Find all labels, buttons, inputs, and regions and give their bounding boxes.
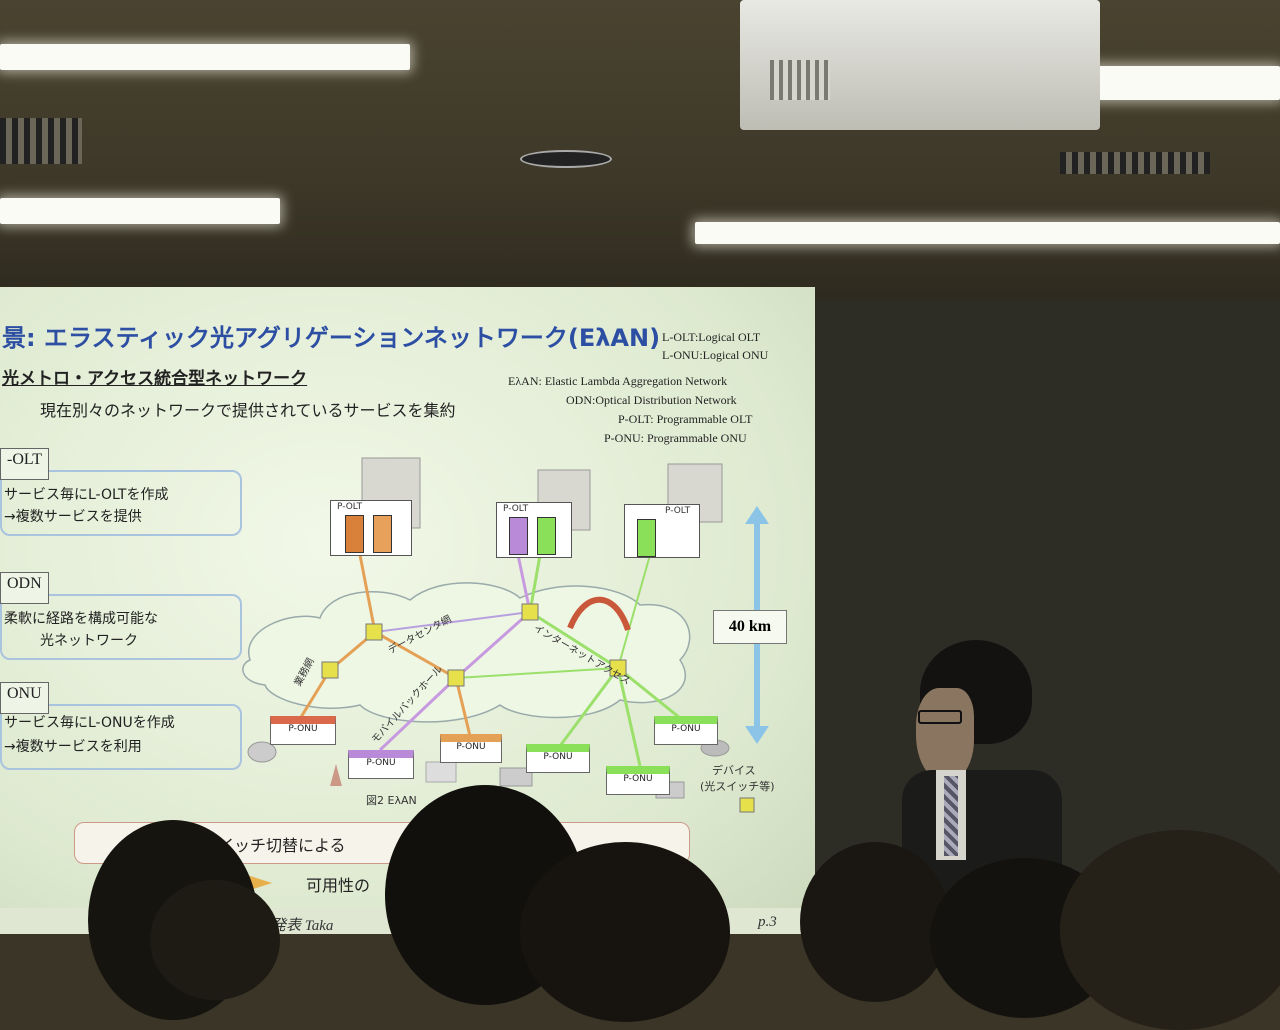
- footer-right: p.3: [758, 914, 777, 930]
- purple-path: [374, 611, 531, 633]
- orange-path: [454, 677, 472, 737]
- switch-node: [739, 797, 755, 813]
- bottom-text: 可用性の: [306, 876, 371, 895]
- figure-caption: 図2 EλAN: [366, 794, 417, 807]
- p-olt-box: P-OLT: [496, 502, 572, 558]
- device-icon: [247, 741, 277, 763]
- section-line: サービス毎にL-OLTを作成: [4, 487, 169, 503]
- audience-head: [800, 842, 950, 1002]
- audience-head: [150, 880, 280, 1000]
- section-line: →複数サービスを提供: [4, 509, 142, 525]
- green-path: [617, 666, 681, 720]
- ceiling-vent: [0, 118, 82, 164]
- slide-subtitle-detail: 現在別々のネットワークで提供されているサービスを集約: [40, 401, 456, 420]
- green-path: [455, 667, 619, 679]
- audience-head: [520, 842, 730, 1022]
- p-olt-box: P-OLT: [330, 500, 412, 556]
- legend-line: L-OLT:Logical OLT: [662, 330, 761, 344]
- ceiling-light: [0, 198, 280, 224]
- legend-line: L-ONU:Logical ONU: [662, 348, 769, 362]
- p-onu-box: P-ONU: [348, 750, 414, 779]
- green-path: [529, 610, 619, 670]
- antenna-icon: [330, 764, 342, 786]
- bottom-text: スイッチ切替による: [202, 836, 346, 855]
- switch-arrow: [567, 596, 631, 631]
- switch-node: [447, 669, 465, 687]
- section-line: 光ネットワーク: [40, 633, 138, 649]
- p-onu-box: P-ONU: [654, 716, 718, 745]
- device-icon: [425, 761, 457, 783]
- legend-line: P-ONU: Programmable ONU: [604, 431, 747, 445]
- glasses-icon: [918, 710, 962, 724]
- ceiling-speaker-icon: [520, 150, 612, 168]
- slide-subtitle: 光メトロ・アクセス統合型ネットワーク: [2, 369, 308, 389]
- p-onu-box: P-ONU: [440, 734, 502, 763]
- l-olt-card: [537, 517, 556, 555]
- purple-path: [455, 610, 531, 680]
- orange-path: [296, 669, 332, 723]
- p-onu-box: P-ONU: [270, 716, 336, 745]
- l-olt-card: [509, 517, 528, 555]
- section-box: [0, 594, 242, 660]
- ceiling-light: [695, 222, 1280, 244]
- section-line: →複数サービスを利用: [4, 739, 142, 755]
- distance-arrow-head: [745, 506, 769, 524]
- legend-line: ODN:Optical Distribution Network: [566, 393, 737, 407]
- ceiling-light: [1065, 66, 1280, 100]
- section-head: ODN: [0, 572, 49, 604]
- section-line: 柔軟に経路を構成可能な: [4, 611, 158, 627]
- switch-node: [609, 659, 627, 677]
- p-olt-label: P-OLT: [665, 506, 691, 516]
- network-diagram: [242, 457, 769, 813]
- switch-node: [321, 661, 339, 679]
- p-onu-box: P-ONU: [606, 766, 670, 795]
- section-head: -OLT: [0, 448, 49, 480]
- section-box: [0, 704, 242, 770]
- legend-line: EλAN: Elastic Lambda Aggregation Network: [508, 374, 728, 388]
- green-path: [617, 554, 651, 669]
- ceiling-vent: [1060, 152, 1210, 174]
- p-olt-label: P-OLT: [503, 504, 529, 514]
- projector: [740, 0, 1100, 130]
- green-path: [558, 667, 620, 747]
- p-onu-box: P-ONU: [526, 744, 590, 773]
- audience-head: [1060, 830, 1280, 1030]
- green-path: [528, 554, 542, 613]
- green-path: [616, 667, 642, 767]
- presenter-tie: [944, 776, 958, 856]
- legend-line: P-OLT: Programmable OLT: [618, 412, 753, 426]
- purple-path: [516, 554, 532, 613]
- device-note: デバイス: [712, 764, 756, 777]
- device-note: (光スイッチ等): [700, 780, 775, 793]
- p-olt-box: P-OLT: [624, 504, 700, 558]
- distance-label: 40 km: [713, 610, 787, 644]
- switch-node: [521, 603, 539, 621]
- slide-title: 景: エラスティック光アグリゲーションネットワーク(EλAN): [2, 324, 661, 352]
- switch-node: [365, 623, 383, 641]
- l-olt-card: [345, 515, 364, 553]
- distance-arrow-head: [745, 726, 769, 744]
- section-box: [0, 470, 242, 536]
- orange-path: [358, 554, 377, 633]
- section-head: ONU: [0, 682, 49, 714]
- l-olt-card: [373, 515, 392, 553]
- section-line: サービス毎にL-ONUを作成: [4, 715, 175, 731]
- purple-path: [378, 676, 458, 752]
- p-olt-label: P-OLT: [337, 502, 363, 512]
- orange-path: [374, 630, 457, 680]
- l-olt-card: [637, 519, 656, 557]
- ceiling-light: [0, 44, 410, 70]
- presenter-face: [916, 688, 974, 782]
- device-icon: [499, 767, 533, 787]
